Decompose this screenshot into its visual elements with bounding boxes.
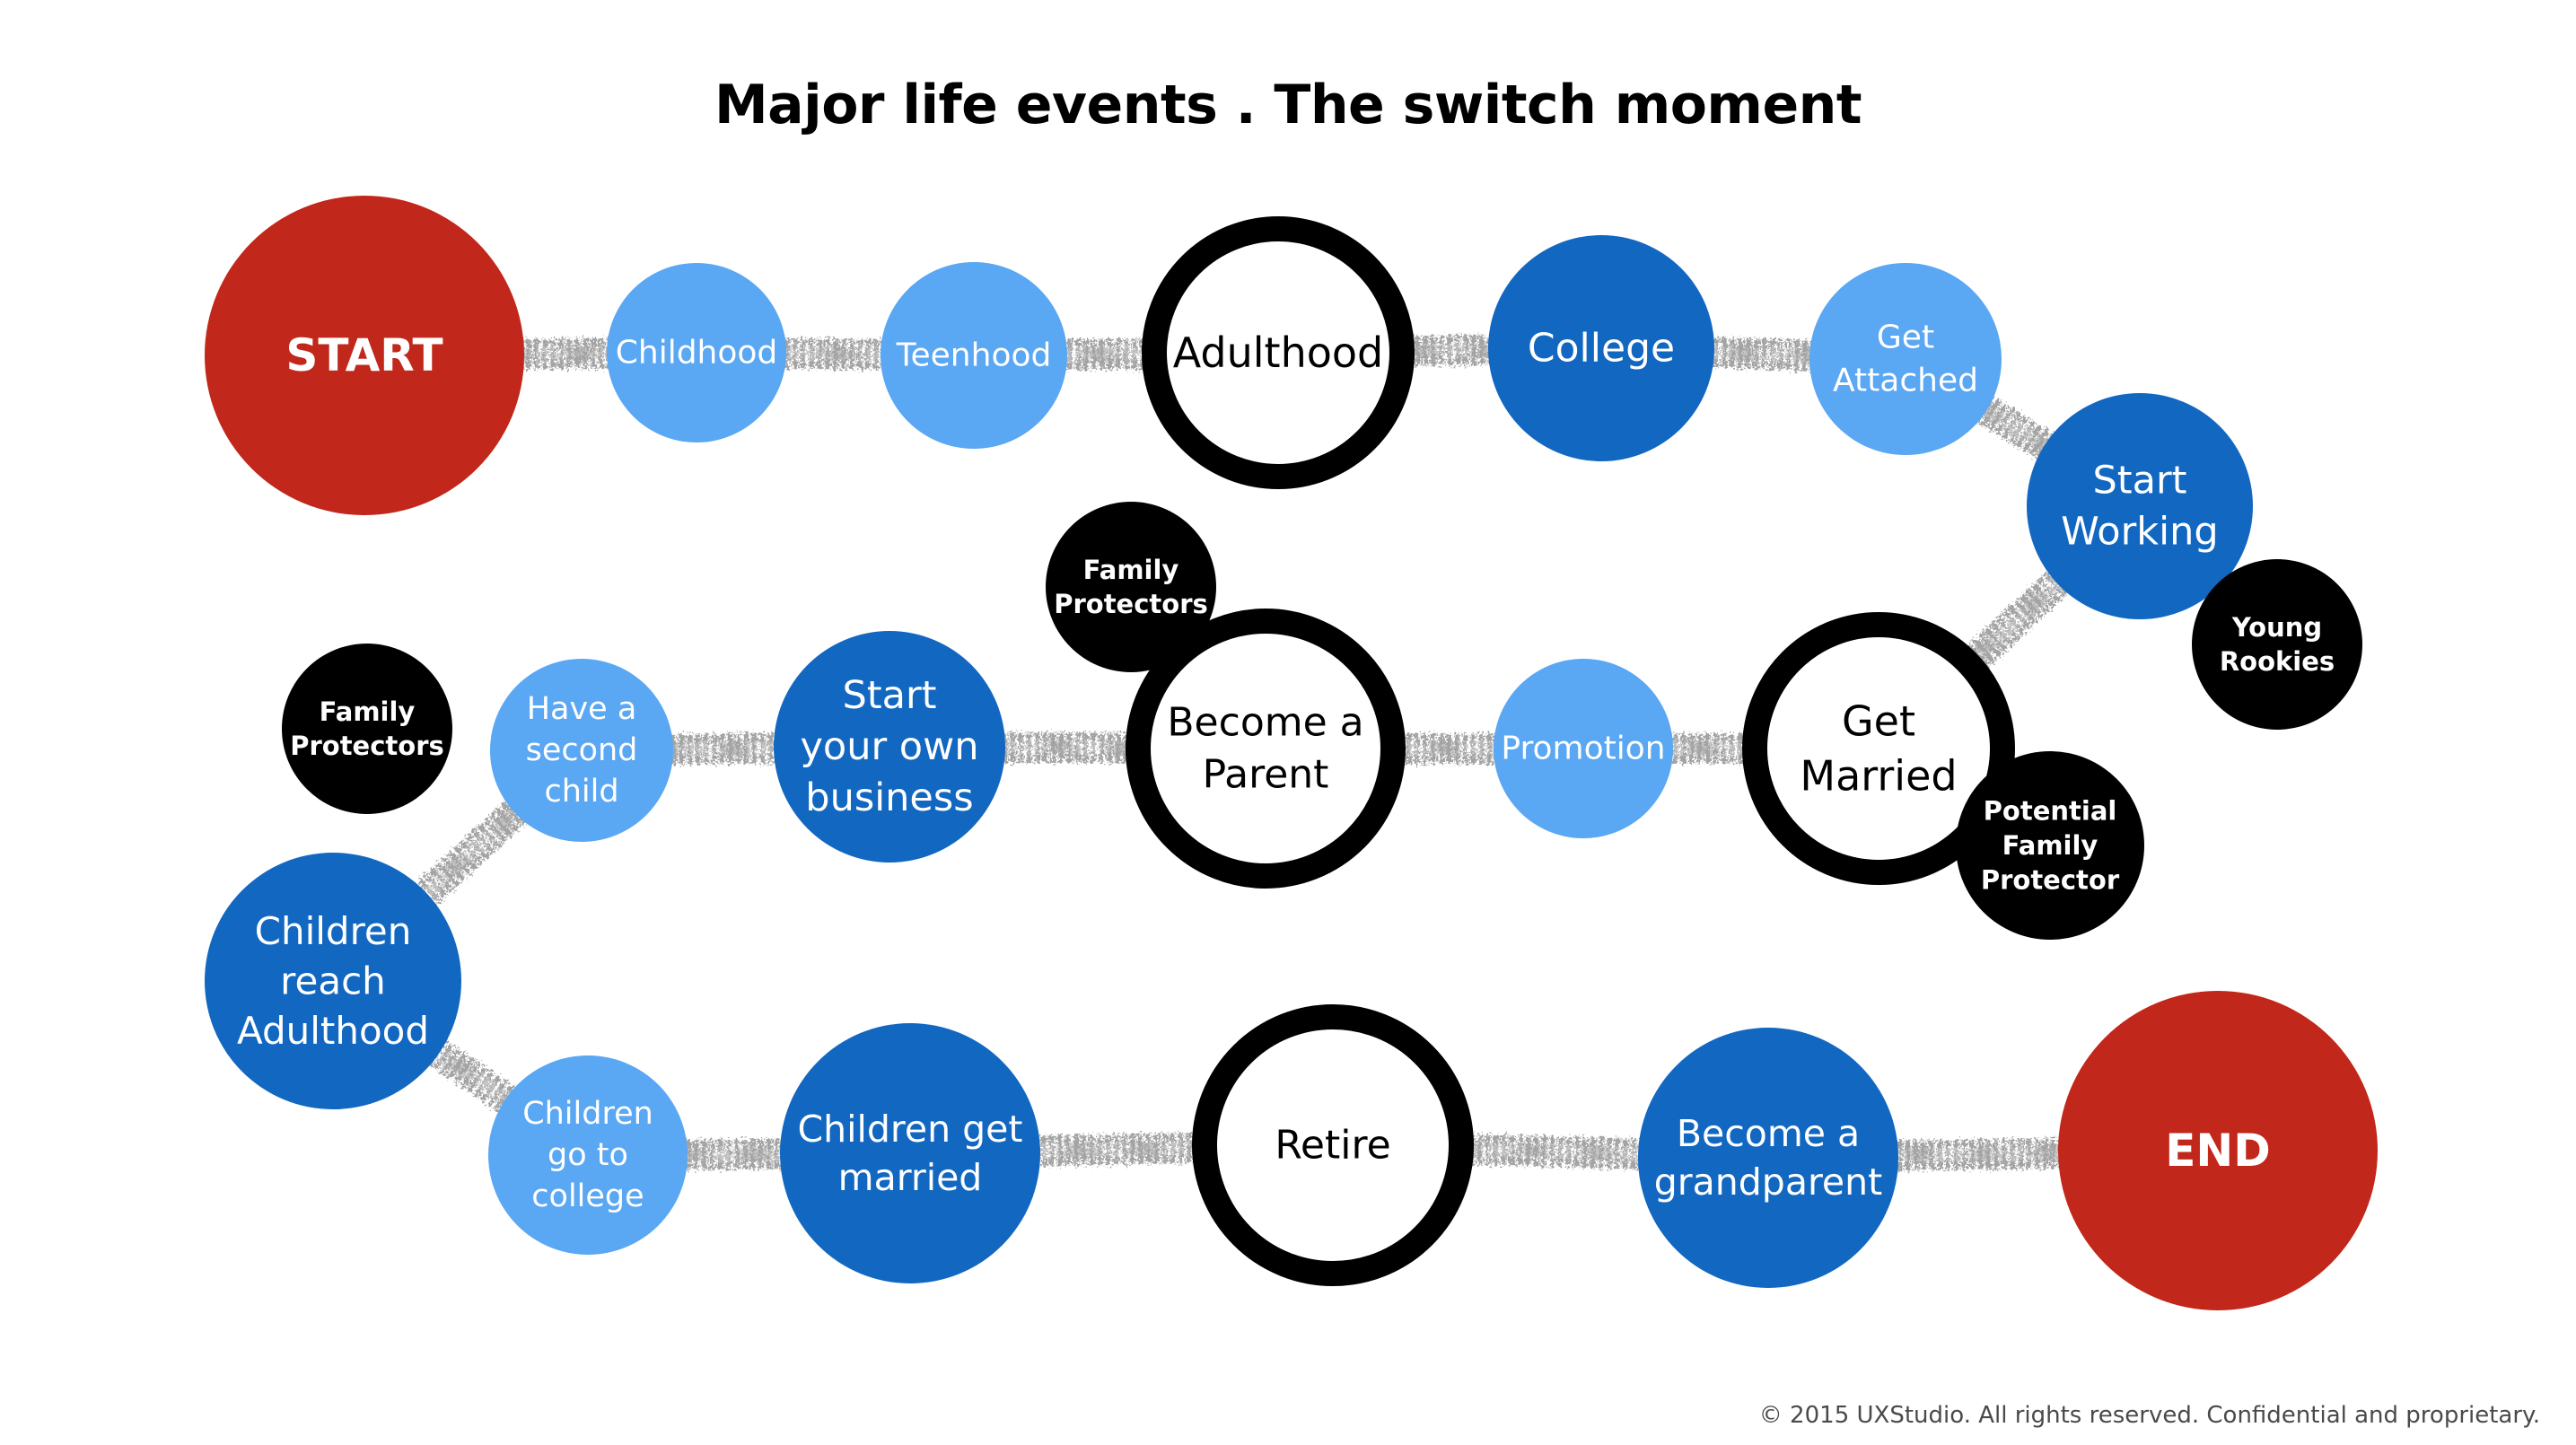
node-retire-circle xyxy=(1192,1004,1474,1286)
node-children-college-circle xyxy=(488,1055,688,1255)
node-end: END xyxy=(2058,991,2378,1310)
node-start-business-circle xyxy=(774,631,1005,863)
node-start: START xyxy=(205,196,524,515)
copyright-notice: © 2015 UXStudio. All rights reserved. Co… xyxy=(1758,1402,2540,1429)
node-children-married-circle xyxy=(780,1023,1040,1283)
node-college: College xyxy=(1488,235,1714,461)
node-start-circle xyxy=(205,196,524,515)
badge-potential-family-protector-circle xyxy=(1956,751,2144,940)
node-retire: Retire xyxy=(1192,1004,1474,1286)
diagram-title: Major life events . The switch moment xyxy=(714,74,1862,136)
badge-young-rookies-circle xyxy=(2192,559,2362,730)
node-childhood: Childhood xyxy=(607,263,786,442)
node-adulthood: Adulthood xyxy=(1142,216,1415,489)
node-teenhood-circle xyxy=(881,262,1067,449)
badge-family-protectors-left-circle xyxy=(282,644,452,814)
node-end-circle xyxy=(2058,991,2378,1310)
node-college-circle xyxy=(1488,235,1714,461)
node-start-working-circle xyxy=(2027,393,2253,619)
node-get-attached-circle xyxy=(1809,263,2002,455)
node-promotion-circle xyxy=(1494,659,1673,838)
node-get-married-circle xyxy=(1742,612,2015,885)
node-second-child-circle xyxy=(490,659,673,842)
node-childhood-circle xyxy=(607,263,786,442)
node-teenhood: Teenhood xyxy=(881,262,1067,449)
node-children-adulthood-circle xyxy=(205,853,461,1109)
node-adulthood-circle xyxy=(1142,216,1415,489)
node-promotion: Promotion xyxy=(1494,659,1673,838)
badge-family-protectors-top-circle xyxy=(1046,502,1216,672)
node-become-parent-circle xyxy=(1126,609,1406,889)
node-grandparent-circle xyxy=(1638,1028,1898,1288)
